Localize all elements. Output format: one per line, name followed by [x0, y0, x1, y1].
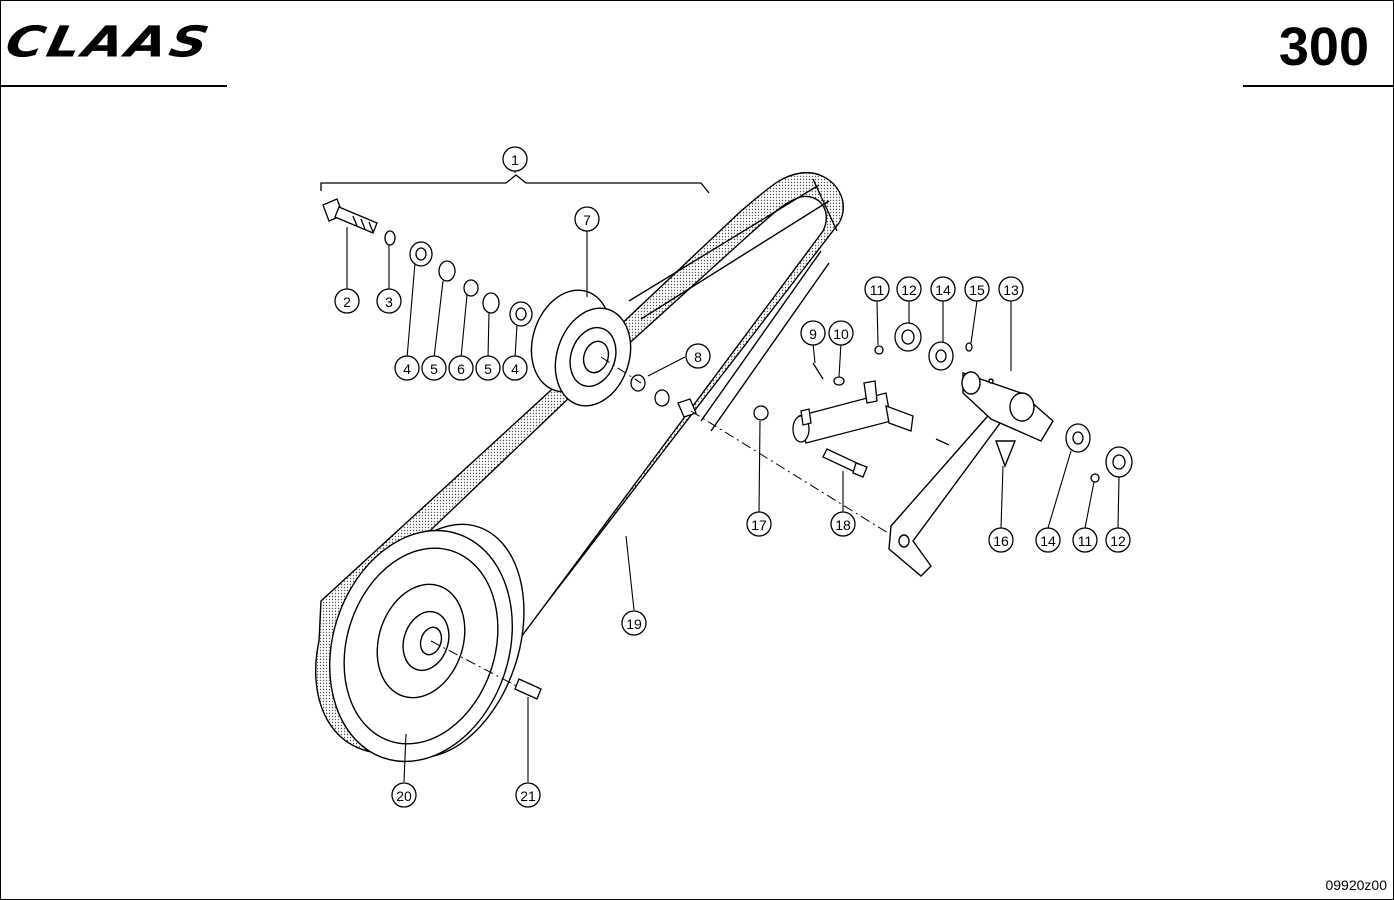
callout-label: 9	[809, 326, 817, 342]
callout-20: 20	[391, 782, 417, 808]
callout-label: 17	[751, 517, 767, 533]
callout-label: 12	[901, 282, 917, 298]
header-rule-right	[1243, 85, 1393, 87]
callout-label: 7	[583, 212, 591, 228]
bushes-and-caps	[874, 322, 1133, 483]
callout-label: 16	[993, 533, 1009, 549]
tension-pulley	[530, 289, 632, 407]
hex-bolt	[322, 198, 378, 234]
callout-7: 7	[574, 206, 600, 232]
page-number: 300	[1278, 17, 1369, 77]
callout-label: 11	[870, 282, 885, 298]
callout-label: 5	[484, 361, 492, 377]
callout-11: 11	[1072, 527, 1098, 553]
callout-4: 4	[394, 355, 420, 381]
callout-8: 8	[685, 343, 711, 369]
axis-lines	[430, 356, 902, 692]
callout-5: 5	[421, 355, 447, 381]
hydraulic-cylinder	[753, 362, 950, 478]
feather-key	[514, 678, 542, 700]
header-rule-left	[1, 85, 227, 87]
callout-16: 16	[988, 527, 1014, 553]
callout-label: 4	[511, 361, 519, 377]
callout-12: 12	[1105, 527, 1131, 553]
callout-label: 12	[1110, 533, 1126, 549]
callout-label: 3	[385, 294, 393, 310]
callout-5: 5	[475, 355, 501, 381]
callout-label: 21	[520, 788, 536, 804]
drawing-code: 09920z00	[1325, 877, 1387, 893]
callout-13: 13	[998, 276, 1024, 302]
callout-9: 9	[800, 320, 826, 346]
callout-label: 18	[835, 517, 851, 533]
drive-pulley	[329, 523, 525, 763]
callout-17: 17	[746, 511, 772, 537]
callout-label: 20	[396, 788, 412, 804]
leader-lines	[346, 169, 1120, 783]
callout-11: 11	[864, 276, 890, 302]
tensioner-arm	[888, 371, 1054, 577]
callout-14: 14	[1035, 527, 1061, 553]
callout-label: 11	[1078, 533, 1093, 549]
callout-21: 21	[515, 782, 541, 808]
callout-14: 14	[930, 276, 956, 302]
callout-6: 6	[448, 355, 474, 381]
callout-label: 13	[1003, 282, 1019, 298]
callout-4: 4	[502, 355, 528, 381]
callout-18: 18	[830, 511, 856, 537]
callout-10: 10	[828, 320, 854, 346]
callout-label: 6	[457, 361, 465, 377]
callout-label: 14	[935, 282, 951, 298]
callout-label: 19	[626, 616, 642, 632]
small-parts	[384, 230, 697, 418]
callout-label: 4	[403, 361, 411, 377]
callout-label: 5	[430, 361, 438, 377]
callout-label: 1	[511, 152, 519, 168]
callout-3: 3	[376, 288, 402, 314]
callout-label: 8	[694, 349, 702, 365]
group-bracket	[320, 174, 710, 194]
callout-2: 2	[334, 288, 360, 314]
callout-label: 15	[969, 282, 985, 298]
callout-19: 19	[621, 610, 647, 636]
callout-15: 15	[964, 276, 990, 302]
callout-label: 14	[1040, 533, 1056, 549]
callout-label: 2	[343, 294, 351, 310]
callout-label: 10	[833, 326, 849, 342]
callout-12: 12	[896, 276, 922, 302]
callout-1: 1	[502, 146, 528, 172]
